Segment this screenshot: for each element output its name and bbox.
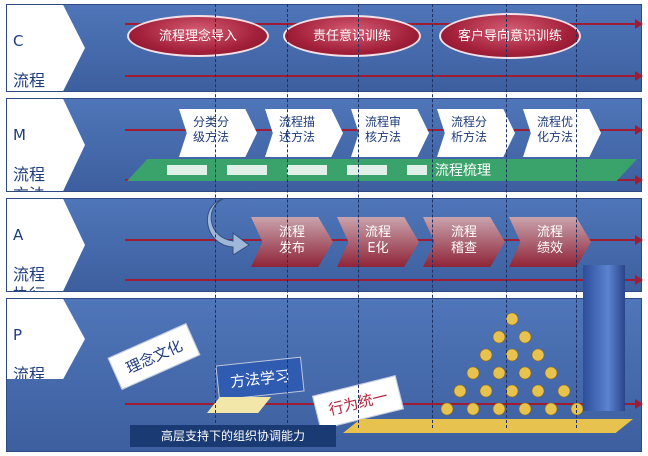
team-tag: 方法学习 (215, 356, 305, 401)
tower-bar (583, 265, 625, 411)
process-platform: 流程梳理 (127, 159, 637, 181)
section-title: 流程 执行 (13, 265, 46, 304)
method-box: 流程审 核方法 (351, 109, 429, 157)
section-letter: P (13, 326, 23, 344)
platform-label: 流程梳理 (435, 163, 491, 179)
section-label-p: P 流程 团队 (7, 299, 85, 379)
book-icon (207, 397, 271, 413)
bottom-caption: 高层支持下的组织协调能力 (130, 425, 336, 447)
section-title: 流程 团队 (13, 365, 46, 404)
team-tag: 理念文化 (107, 323, 201, 390)
exec-step-label: 流程 发布 (278, 225, 305, 256)
team-pyramid (427, 309, 597, 439)
exec-step-label: 流程 E化 (364, 225, 391, 256)
exec-step-label: 流程 稽查 (450, 225, 477, 256)
platform-flowchart (167, 165, 427, 175)
section-title: 流程 理念 (13, 71, 46, 90)
exec-step: 流程 E化 (337, 217, 419, 267)
method-box: 流程分 析方法 (437, 109, 515, 157)
section-label-a: A 流程 执行 (7, 199, 85, 291)
section-label-m: M 流程 方法 (7, 99, 85, 191)
exec-step: 流程 绩效 (509, 217, 591, 267)
section-title: 流程 方法 (13, 165, 46, 204)
band-execution: A 流程 执行 流程 发布 流程 E化 流程 稽查 流程 绩效 (6, 197, 643, 292)
method-box: 流程描 述方法 (265, 109, 343, 157)
section-letter: M (13, 126, 26, 144)
section-letter: A (13, 226, 24, 244)
exec-step: 流程 发布 (251, 217, 333, 267)
method-box: 流程优 化方法 (523, 109, 601, 157)
section-letter: C (13, 32, 24, 50)
band-concept: C 流程 理念 流程理念导入 责任意识训练 客户导向意识训练 (6, 4, 643, 92)
concept-ellipse: 客户导向意识训练 (439, 13, 581, 59)
concept-ellipse: 责任意识训练 (283, 15, 421, 57)
method-box: 分类分 级方法 (179, 109, 257, 157)
curved-arrow-icon (203, 197, 251, 256)
band-method: M 流程 方法 分类分 级方法 流程描 述方法 流程审 核方法 流程分 析方法 … (6, 98, 643, 192)
exec-step-label: 流程 绩效 (536, 225, 563, 256)
timeline-arrow (125, 275, 643, 285)
concept-ellipse: 流程理念导入 (127, 15, 269, 57)
section-label-c: C 流程 理念 (7, 5, 85, 91)
base-platform (343, 419, 633, 433)
timeline-arrow (125, 71, 643, 81)
exec-step: 流程 稽查 (423, 217, 505, 267)
